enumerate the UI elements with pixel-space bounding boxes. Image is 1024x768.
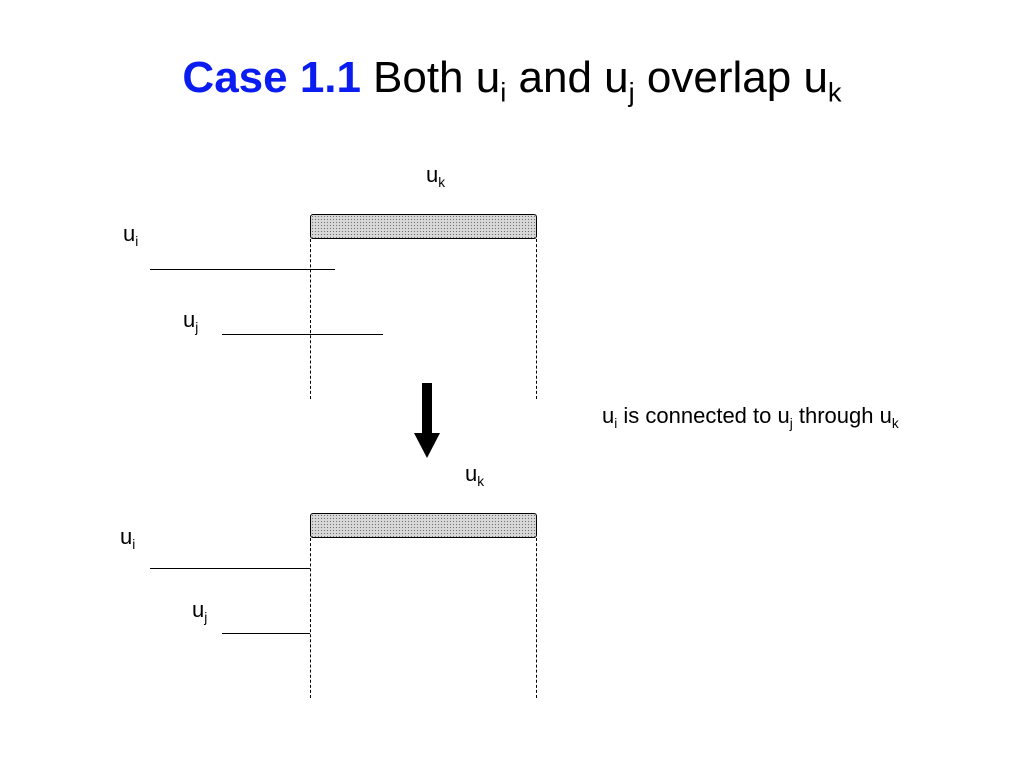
- top-uj-label: uj: [183, 307, 199, 335]
- case-label: Case 1.1: [182, 53, 361, 102]
- top-ui-label: ui: [123, 221, 139, 249]
- top-uk-left-dash: [310, 239, 311, 399]
- bottom-uk-label: uk: [465, 461, 485, 489]
- bottom-uk-bar: [310, 513, 537, 538]
- down-arrow-icon: [414, 383, 440, 458]
- bottom-uk-right-dash: [536, 538, 537, 698]
- top-uk-label: uk: [426, 162, 446, 190]
- top-uk-bar: [310, 214, 537, 239]
- top-uj-line: [222, 334, 383, 335]
- bottom-uj-line: [222, 633, 310, 634]
- connection-note: ui is connected to uj through uk: [602, 403, 899, 431]
- bottom-ui-label: ui: [120, 524, 136, 552]
- bottom-ui-line: [150, 568, 310, 569]
- top-ui-line: [150, 269, 335, 270]
- bottom-uk-left-dash: [310, 538, 311, 698]
- bottom-uj-label: uj: [192, 597, 208, 625]
- top-uk-right-dash: [536, 239, 537, 399]
